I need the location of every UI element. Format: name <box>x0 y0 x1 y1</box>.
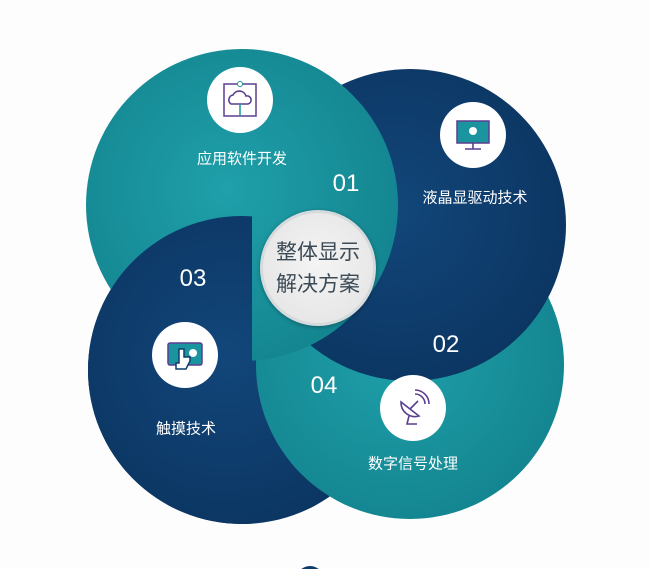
number-01: 01 <box>332 170 360 197</box>
monitor-icon <box>440 102 506 168</box>
label-04: 数字信号处理 <box>367 454 459 473</box>
number-03: 03 <box>179 265 207 292</box>
center-line-2: 解决方案 <box>276 272 360 296</box>
number-02: 02 <box>432 331 460 358</box>
label-02: 液晶显驱动技术 <box>422 188 528 207</box>
center-hub: 整体显示 解决方案 <box>260 210 376 326</box>
center-line-1: 整体显示 <box>276 240 360 264</box>
touch-screen-icon <box>152 322 218 388</box>
cloud-app-icon <box>207 67 273 133</box>
label-01: 应用软件开发 <box>196 149 288 168</box>
label-03: 触摸技术 <box>155 419 217 438</box>
number-04: 04 <box>310 372 338 399</box>
satellite-dish-icon <box>380 375 446 441</box>
bottom-partial-dot <box>301 566 319 569</box>
